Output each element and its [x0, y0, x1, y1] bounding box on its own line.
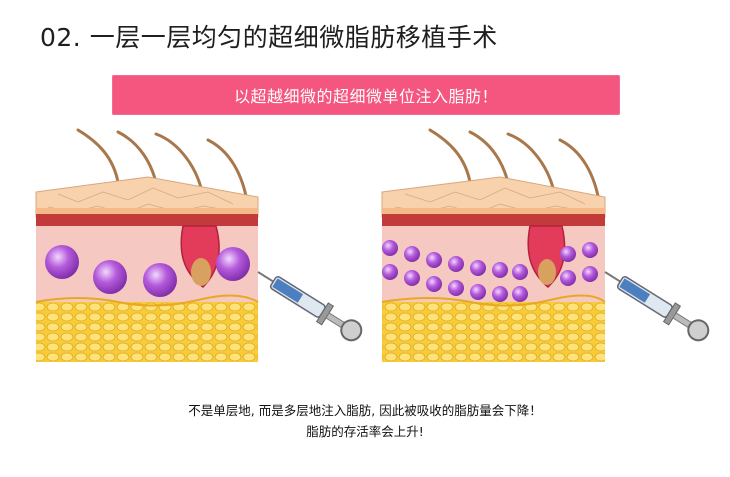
- banner-text: 以超越细微的超细微单位注入脂肪！: [233, 87, 498, 106]
- syringe-icon: [604, 271, 710, 342]
- large-fat-cell-icon: [45, 245, 250, 297]
- small-fat-cell-icon: [382, 240, 598, 302]
- skin-multi-layer-illustration: [381, 128, 710, 362]
- caption-line-2: 脂肪的存活率会上升!: [306, 424, 424, 439]
- skin-single-layer-illustration: [35, 128, 363, 362]
- page-title: 02. 一层一层均匀的超细微脂肪移植手术: [40, 23, 498, 52]
- hair-follicle-icon: [527, 225, 566, 289]
- caption-line-1: 不是单层地, 而是多层地注入脂肪, 因此被吸收的脂肪量会下降！: [188, 403, 542, 418]
- headline-banner: 以超越细微的超细微单位注入脂肪！: [112, 75, 620, 115]
- syringe-icon: [257, 271, 363, 342]
- hair-follicle-icon: [180, 225, 220, 288]
